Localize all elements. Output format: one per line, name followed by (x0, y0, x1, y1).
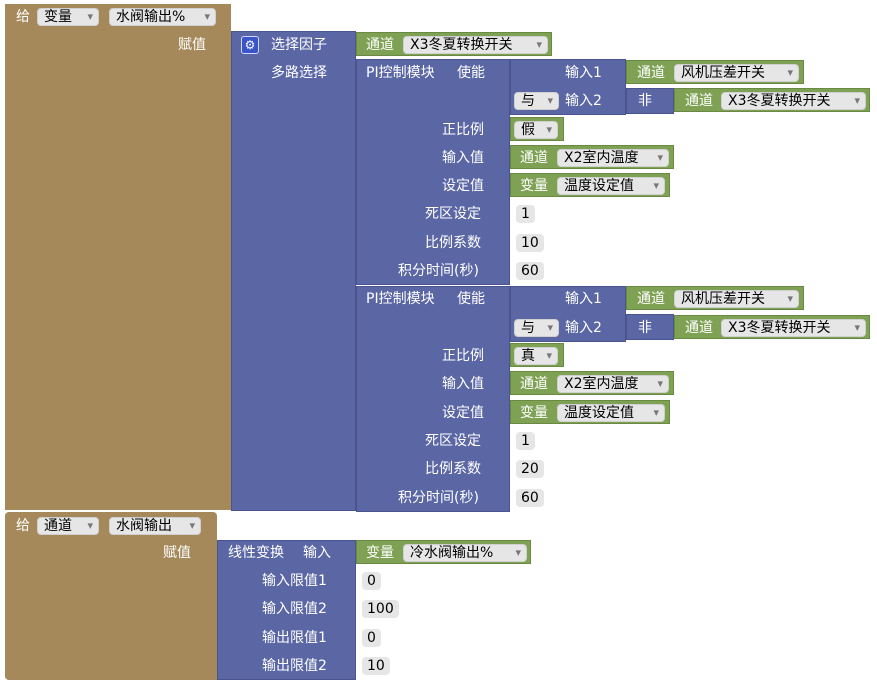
assign-block-1[interactable] (5, 4, 231, 510)
pi-block-1[interactable] (356, 59, 510, 285)
select-channel-dropdown[interactable]: X3冬夏转换开关 (403, 36, 548, 54)
pi2-input1-label: 输入1 (565, 291, 602, 307)
pi1-deadband-value[interactable]: 1 (516, 205, 535, 223)
assign-label: 赋值 (178, 37, 206, 53)
pi1-setpoint-label: 设定值 (442, 178, 484, 194)
linear-input-var: 变量 (366, 545, 394, 561)
linear-transform-block[interactable] (217, 540, 356, 680)
pi1-input1-dropdown[interactable]: 风机压差开关 (674, 64, 799, 82)
in-lim2-value[interactable]: 100 (362, 600, 399, 618)
var-name-dropdown[interactable]: 水阀输出% (109, 8, 216, 26)
pi2-input1-channel: 通道 (637, 291, 665, 307)
pi1-input-value-dropdown[interactable]: X2室内温度 (557, 149, 669, 167)
pi1-proportional-dropdown[interactable]: 假 (514, 121, 558, 139)
pi-block-2[interactable] (356, 286, 510, 512)
pi1-gain-label: 比例系数 (425, 235, 481, 251)
pi1-and-dropdown[interactable]: 与 (514, 92, 559, 110)
pi2-input-value-channel: 通道 (520, 376, 548, 392)
pi2-setpoint-dropdown[interactable]: 温度设定值 (557, 404, 665, 422)
in-lim2-label: 输入限值2 (262, 601, 327, 617)
pi1-deadband-label: 死区设定 (425, 206, 481, 222)
out-lim1-value[interactable]: 0 (362, 629, 381, 647)
pi1-integral-value[interactable]: 60 (516, 262, 544, 280)
pi2-and-dropdown[interactable]: 与 (514, 319, 559, 337)
var-type-dropdown[interactable]: 变量 (37, 8, 99, 26)
pi2-input-value-dropdown[interactable]: X2室内温度 (557, 375, 669, 393)
pi1-input2-dropdown[interactable]: X3冬夏转换开关 (721, 92, 866, 110)
pi1-not-block[interactable] (626, 88, 674, 114)
pi2-setpoint-label: 设定值 (442, 405, 484, 421)
gear-icon[interactable]: ⚙ (241, 36, 259, 54)
out-lim2-label: 输出限值2 (262, 658, 327, 674)
pi2-input2-label: 输入2 (565, 320, 602, 336)
pi2-proportional-label: 正比例 (442, 348, 484, 364)
pi1-not-label: 非 (638, 93, 652, 109)
pi2-title: PI控制模块 (366, 291, 435, 307)
pi2-not-label: 非 (638, 320, 652, 336)
pi1-input1-channel: 通道 (637, 65, 665, 81)
give-label-2: 给 (16, 518, 30, 534)
pi1-input1-label: 输入1 (565, 65, 602, 81)
pi2-input1-dropdown[interactable]: 风机压差开关 (674, 290, 799, 308)
out-lim1-label: 输出限值1 (262, 630, 327, 646)
pi2-gain-label: 比例系数 (425, 461, 481, 477)
pi2-proportional-dropdown[interactable]: 真 (514, 347, 558, 365)
pi1-enable-label: 使能 (457, 65, 485, 81)
pi2-integral-value[interactable]: 60 (516, 489, 544, 507)
pi2-input2-channel: 通道 (685, 320, 713, 336)
pi2-deadband-value[interactable]: 1 (516, 432, 535, 450)
pi1-setpoint-dropdown[interactable]: 温度设定值 (557, 177, 665, 195)
pi2-input-value-label: 输入值 (442, 376, 484, 392)
pi1-gain-value[interactable]: 10 (516, 234, 544, 252)
pi2-not-block[interactable] (626, 314, 674, 340)
pi2-integral-label: 积分时间(秒) (398, 490, 479, 506)
var-name-dropdown-2[interactable]: 水阀输出 (109, 517, 201, 535)
linear-input-label: 输入 (303, 545, 331, 561)
give-label: 给 (16, 9, 30, 25)
var-type-dropdown-2[interactable]: 通道 (37, 517, 99, 535)
multi-select-block[interactable] (231, 31, 356, 511)
pi2-input2-dropdown[interactable]: X3冬夏转换开关 (721, 319, 866, 337)
assign-block-2[interactable] (5, 512, 217, 680)
pi2-enable-label: 使能 (457, 291, 485, 307)
pi1-input-value-label: 输入值 (442, 150, 484, 166)
pi1-integral-label: 积分时间(秒) (398, 263, 479, 279)
in-lim1-value[interactable]: 0 (362, 572, 381, 590)
select-factor-label: 选择因子 (271, 37, 327, 53)
linear-input-dropdown[interactable]: 冷水阀输出% (403, 544, 527, 562)
pi1-input-value-channel: 通道 (520, 150, 548, 166)
pi1-input2-label: 输入2 (565, 93, 602, 109)
multi-select-label: 多路选择 (271, 65, 327, 81)
in-lim1-label: 输入限值1 (262, 573, 327, 589)
assign-label-2: 赋值 (163, 545, 191, 561)
pi1-proportional-label: 正比例 (442, 122, 484, 138)
linear-label: 线性变换 (228, 545, 284, 561)
pi2-setpoint-var: 变量 (520, 405, 548, 421)
pi1-setpoint-var: 变量 (520, 178, 548, 194)
pi2-gain-value[interactable]: 20 (516, 460, 544, 478)
pi1-title: PI控制模块 (366, 65, 435, 81)
select-channel-label: 通道 (366, 37, 394, 53)
out-lim2-value[interactable]: 10 (362, 657, 390, 675)
pi1-input2-channel: 通道 (685, 93, 713, 109)
pi2-deadband-label: 死区设定 (425, 433, 481, 449)
